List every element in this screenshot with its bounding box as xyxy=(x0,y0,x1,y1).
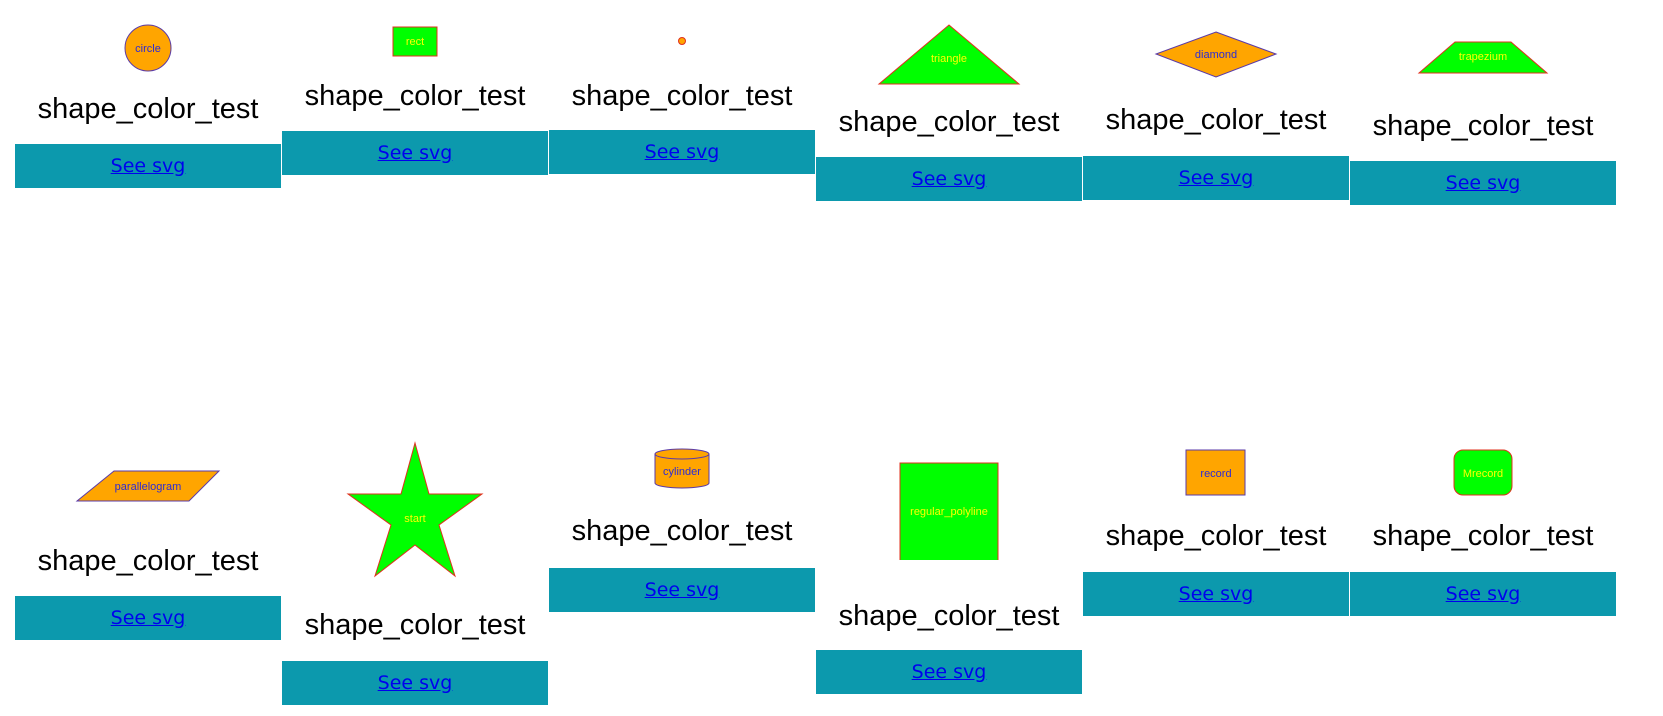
see-svg-link[interactable]: See svg xyxy=(377,142,453,164)
shape-label: circle xyxy=(135,43,161,55)
parallelogram-shape: parallelogram xyxy=(75,470,221,502)
see-svg-link[interactable]: See svg xyxy=(644,141,720,163)
cell-title: shape_color_test xyxy=(37,93,259,125)
shape-label: cylinder xyxy=(663,466,701,478)
shape-label: diamond xyxy=(1195,49,1237,61)
cell-title: shape_color_test xyxy=(838,600,1060,632)
cell-title: shape_color_test xyxy=(1372,110,1594,142)
cell-title: shape_color_test xyxy=(304,80,526,112)
cell-circle: circle shape_color_test See svg xyxy=(15,0,281,200)
cell-title: shape_color_test xyxy=(37,545,259,577)
shape-label: parallelogram xyxy=(115,481,182,493)
see-svg-link[interactable]: See svg xyxy=(1178,583,1254,605)
cell-title: shape_color_test xyxy=(1105,520,1327,552)
point-shape xyxy=(678,37,686,45)
trapezium-shape: trapezium xyxy=(1417,41,1549,74)
see-svg-bar: See svg xyxy=(282,661,548,705)
see-svg-bar: See svg xyxy=(15,596,281,640)
see-svg-link[interactable]: See svg xyxy=(1445,583,1521,605)
cell-regular-polyline: regular_polyline shape_color_test See sv… xyxy=(816,440,1082,706)
circle-shape: circle xyxy=(124,24,172,72)
see-svg-bar: See svg xyxy=(282,131,548,175)
record-shape: record xyxy=(1185,449,1246,496)
see-svg-link[interactable]: See svg xyxy=(911,168,987,190)
cell-title: shape_color_test xyxy=(1105,104,1327,136)
see-svg-bar: See svg xyxy=(549,568,815,612)
cell-title: shape_color_test xyxy=(838,106,1060,138)
mrecord-shape: Mrecord xyxy=(1453,449,1513,496)
see-svg-bar: See svg xyxy=(1083,572,1349,616)
cell-rect: rect shape_color_test See svg xyxy=(282,0,548,200)
see-svg-bar: See svg xyxy=(549,130,815,174)
see-svg-bar: See svg xyxy=(1350,161,1616,205)
see-svg-bar: See svg xyxy=(1083,156,1349,200)
triangle-shape: triangle xyxy=(877,24,1021,85)
see-svg-link[interactable]: See svg xyxy=(110,155,186,177)
star-shape: start xyxy=(346,441,484,578)
cell-mrecord: Mrecord shape_color_test See svg xyxy=(1350,440,1616,650)
diamond-shape: diamond xyxy=(1154,31,1278,78)
shape-label: regular_polyline xyxy=(910,506,988,518)
cell-cylinder: cylinder shape_color_test See svg xyxy=(549,440,815,640)
cell-title: shape_color_test xyxy=(571,80,793,112)
cell-title: shape_color_test xyxy=(304,609,526,641)
see-svg-link[interactable]: See svg xyxy=(1178,167,1254,189)
cell-trapezium: trapezium shape_color_test See svg xyxy=(1350,0,1616,210)
shape-label: trapezium xyxy=(1459,51,1507,63)
cell-triangle: triangle shape_color_test See svg xyxy=(816,0,1082,210)
cell-parallelogram: parallelogram shape_color_test See svg xyxy=(15,440,281,660)
shape-label: start xyxy=(404,513,425,525)
shape-label: Mrecord xyxy=(1463,468,1503,480)
see-svg-bar: See svg xyxy=(15,144,281,188)
cell-star: start shape_color_test See svg xyxy=(282,440,548,716)
see-svg-link[interactable]: See svg xyxy=(1445,172,1521,194)
cell-point: shape_color_test See svg xyxy=(549,0,815,200)
regular-polyline-shape: regular_polyline xyxy=(899,462,999,560)
see-svg-link[interactable]: See svg xyxy=(911,661,987,683)
cell-title: shape_color_test xyxy=(1372,520,1594,552)
see-svg-link[interactable]: See svg xyxy=(110,607,186,629)
cylinder-shape: cylinder xyxy=(654,448,710,489)
cell-title: shape_color_test xyxy=(571,515,793,547)
cell-record: record shape_color_test See svg xyxy=(1083,440,1349,650)
rect-shape: rect xyxy=(392,26,438,57)
cell-diamond: diamond shape_color_test See svg xyxy=(1083,0,1349,210)
see-svg-bar: See svg xyxy=(1350,572,1616,616)
see-svg-bar: See svg xyxy=(816,650,1082,694)
shape-label: rect xyxy=(406,36,424,48)
see-svg-link[interactable]: See svg xyxy=(377,672,453,694)
shape-label: record xyxy=(1200,468,1231,480)
see-svg-link[interactable]: See svg xyxy=(644,579,720,601)
shape-label: triangle xyxy=(931,53,967,65)
see-svg-bar: See svg xyxy=(816,157,1082,201)
